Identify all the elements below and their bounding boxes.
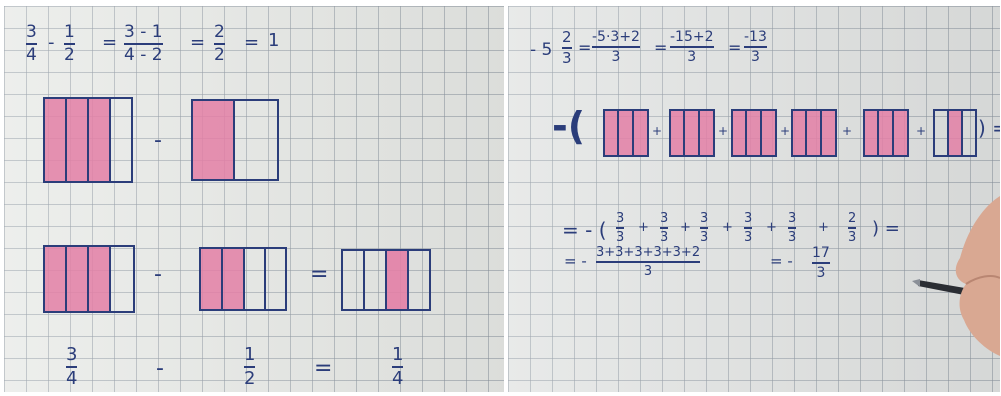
bar-model-3-of-3-d xyxy=(791,109,837,157)
equals-minus: = - xyxy=(564,252,587,270)
plus-sign: + xyxy=(818,220,829,235)
mixed-number-whole: - 5 xyxy=(530,40,553,60)
hand-icon xyxy=(955,196,1000,356)
plus-sign: + xyxy=(780,124,791,138)
plus-sign: + xyxy=(680,220,691,235)
result-value: 1 xyxy=(268,30,280,51)
plus-sign: + xyxy=(842,124,853,138)
bar-model-2-of-4 xyxy=(199,247,287,311)
equals-sign: = xyxy=(578,38,592,57)
equals-sign: = xyxy=(244,32,260,53)
bar-model-2-of-3 xyxy=(933,109,977,157)
bar-model-3-of-4-b xyxy=(43,245,135,313)
plus-sign: + xyxy=(652,124,663,138)
right-bar-models xyxy=(603,109,977,157)
bar-model-3-of-4 xyxy=(43,97,133,183)
equals-minus: = - xyxy=(770,252,793,270)
bar-model-3-of-3-a xyxy=(603,109,649,157)
open-bracket: -( xyxy=(552,104,586,148)
left-bar-models xyxy=(43,97,431,313)
plus-sign: + xyxy=(718,124,729,138)
open-bracket: = - ( xyxy=(562,218,607,242)
minus-sign: - xyxy=(48,32,55,53)
bar-model-3-of-3-c xyxy=(731,109,777,157)
plus-sign: + xyxy=(916,124,927,138)
close-bracket: ) = xyxy=(872,218,900,239)
plus-sign: + xyxy=(638,220,649,235)
equals-sign: = xyxy=(102,32,118,53)
hand-with-pen xyxy=(912,196,1000,356)
bar-model-1-of-2 xyxy=(191,99,279,181)
minus-sign: - xyxy=(154,262,162,287)
bar-model-3-of-3-b xyxy=(669,109,715,157)
minus-sign: - xyxy=(154,128,162,153)
minus-sign: - xyxy=(156,356,164,381)
equals-sign: = xyxy=(728,38,742,57)
equals-sign: = xyxy=(314,356,333,381)
equals-sign: = xyxy=(310,262,329,287)
equals-sign: = xyxy=(654,38,668,57)
plus-sign: + xyxy=(722,220,733,235)
equals-sign: = xyxy=(190,32,206,53)
plus-sign: + xyxy=(766,220,777,235)
bar-model-3-of-3-e xyxy=(863,109,909,157)
bar-model-1-of-4 xyxy=(341,249,431,311)
close-bracket: ) = xyxy=(978,116,1000,140)
